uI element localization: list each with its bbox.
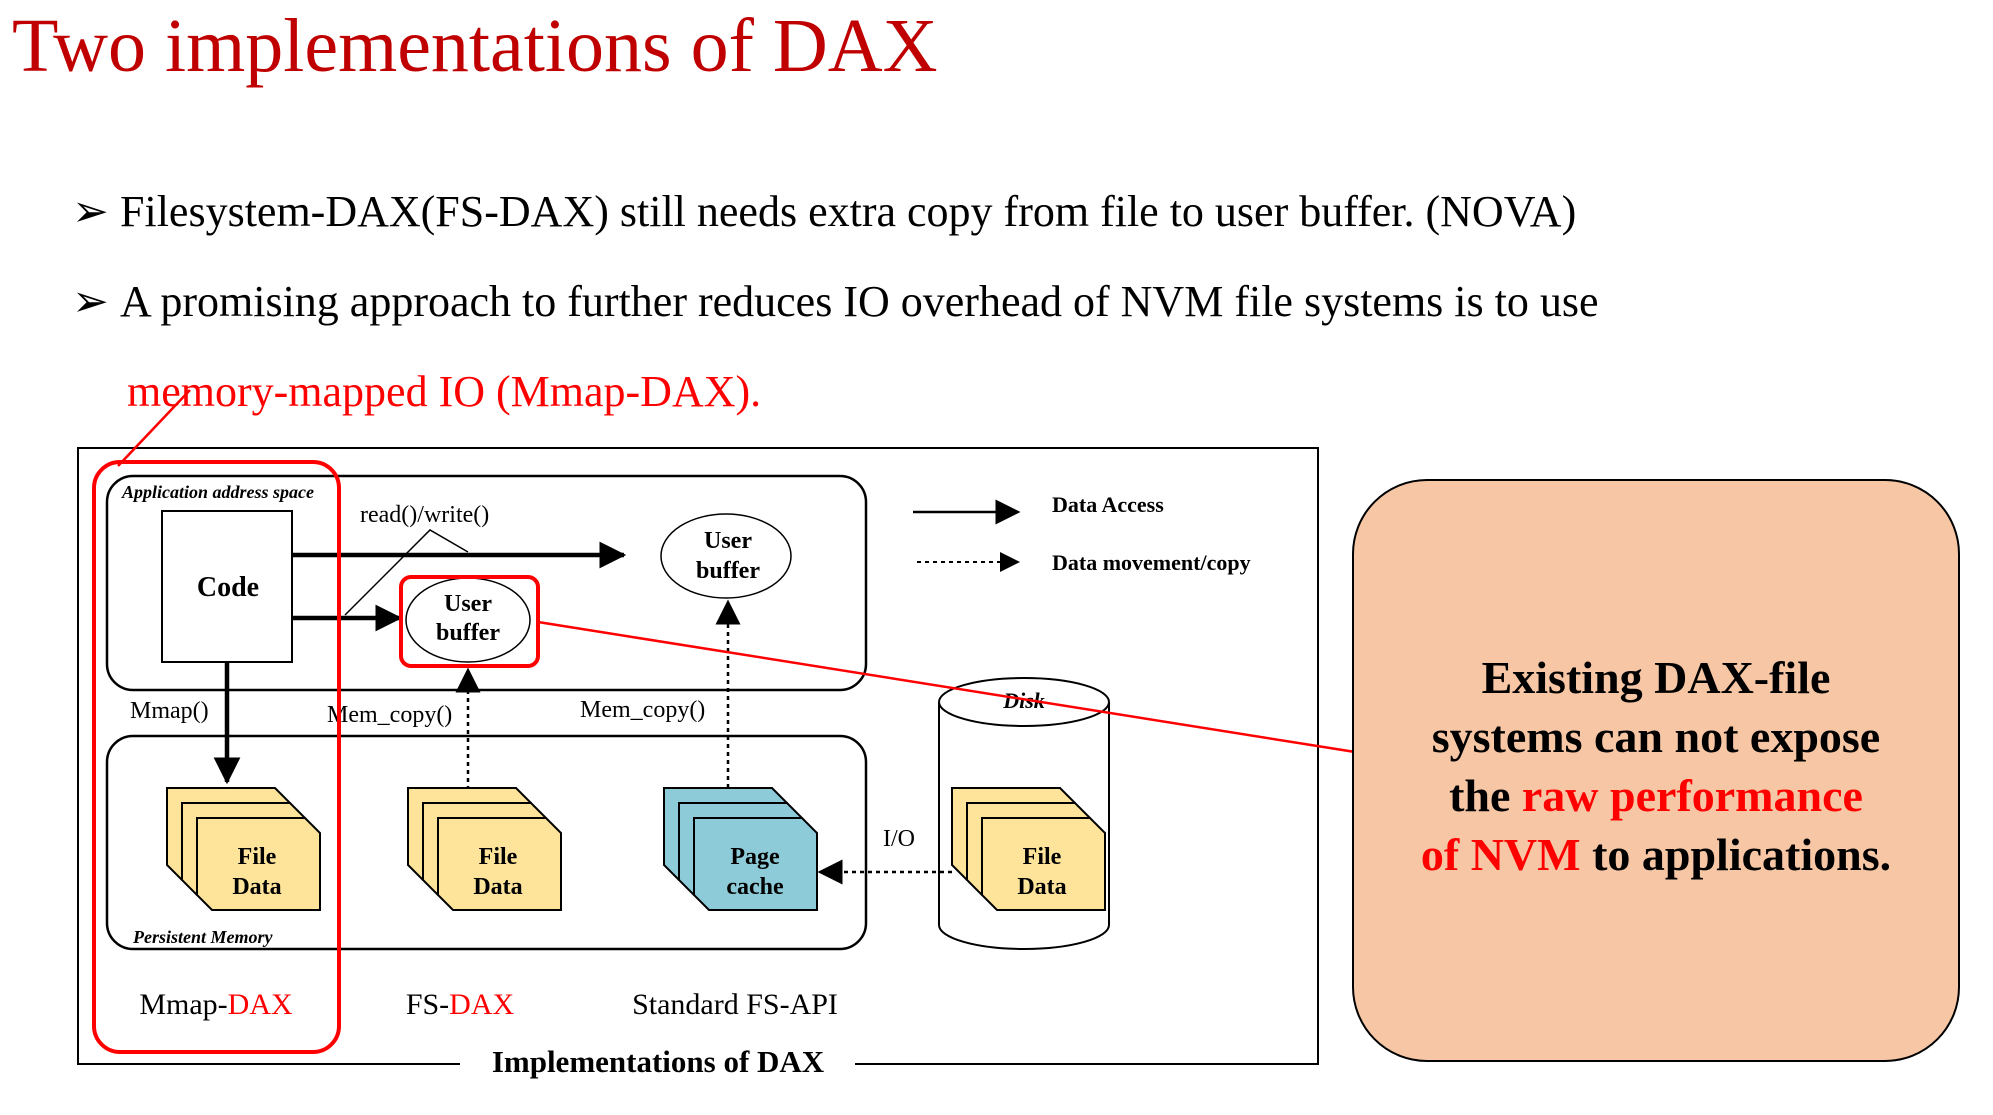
mmap-label: Mmap() [130, 698, 209, 724]
legend-data-movement: Data movement/copy [1052, 550, 1251, 575]
user-buffer-standard-line1: User [704, 528, 752, 554]
mmap-dax-highlight [92, 460, 341, 1054]
user-buffer-highlight [399, 575, 540, 668]
callout-text: Existing DAX-file systems can not expose… [1421, 648, 1891, 884]
io-label: I/O [883, 826, 915, 852]
user-buffer-fsdax-line2: buffer [436, 620, 500, 646]
read-write-label: read()/write() [360, 502, 489, 528]
user-buffer-fsdax-line1: User [444, 591, 492, 617]
bullet-1-text: Filesystem-DAX(FS-DAX) still needs extra… [120, 187, 1577, 236]
persistent-memory-label: Persistent Memory [132, 927, 274, 947]
file-data-mmap-line1: File [238, 844, 277, 870]
diagram-caption: Implementations of DAX [492, 1044, 825, 1079]
file-data-fsdax-line1: File [479, 844, 518, 870]
page-cache-line2: cache [726, 874, 784, 900]
buffer-to-callout-pointer [537, 620, 1421, 770]
bullet-2: ➢A promising approach to further reduces… [72, 280, 1599, 324]
bullet-marker: ➢ [72, 187, 109, 236]
callout-line-3: the raw performance [1449, 769, 1863, 821]
application-space-label: Application address space [121, 482, 314, 502]
bullet-2-highlight: memory-mapped IO (Mmap-DAX). [127, 367, 762, 416]
application-space-box [105, 474, 868, 692]
file-data-mmap [166, 787, 321, 911]
mem-copy-label-fsdax: Mem_copy() [327, 702, 452, 728]
user-buffer-standard [660, 513, 792, 599]
legend-data-access: Data Access [1052, 492, 1164, 517]
page-cache-line1: Page [730, 844, 780, 870]
slide-title: Two implementations of DAX [12, 4, 938, 88]
diagram-frame [77, 447, 1319, 1065]
file-data-fsdax-line2: Data [473, 874, 522, 900]
bullet-1: ➢Filesystem-DAX(FS-DAX) still needs extr… [72, 190, 1576, 234]
bullet-to-mmap-pointer [117, 389, 191, 467]
column-label-standard: Standard FS-API [632, 988, 838, 1021]
code-box [161, 510, 293, 663]
mem-copy-label-standard: Mem_copy() [580, 697, 705, 723]
column-label-fsdax: FS-DAX [406, 988, 515, 1021]
callout-box: Existing DAX-file systems can not expose… [1352, 479, 1960, 1062]
bullet-marker: ➢ [72, 277, 109, 326]
file-data-disk [951, 787, 1106, 911]
callout-line-2: systems can not expose [1431, 710, 1881, 762]
column-label-mmap: Mmap-DAX [139, 988, 293, 1021]
callout-line-4: of NVM to applications. [1420, 828, 1892, 880]
file-data-disk-line1: File [1023, 844, 1062, 870]
callout-line-1: Existing DAX-file [1481, 651, 1831, 703]
file-data-fsdax [407, 787, 562, 911]
file-data-mmap-line2: Data [232, 874, 281, 900]
file-data-disk-line2: Data [1017, 874, 1066, 900]
code-label: Code [197, 572, 259, 603]
user-buffer-standard-line2: buffer [696, 558, 760, 584]
read-write-pointer [344, 529, 469, 616]
legend [913, 499, 1021, 572]
bullet-2-text: A promising approach to further reduces … [120, 277, 1599, 326]
persistent-memory-box [105, 734, 868, 951]
page-cache [663, 787, 818, 911]
